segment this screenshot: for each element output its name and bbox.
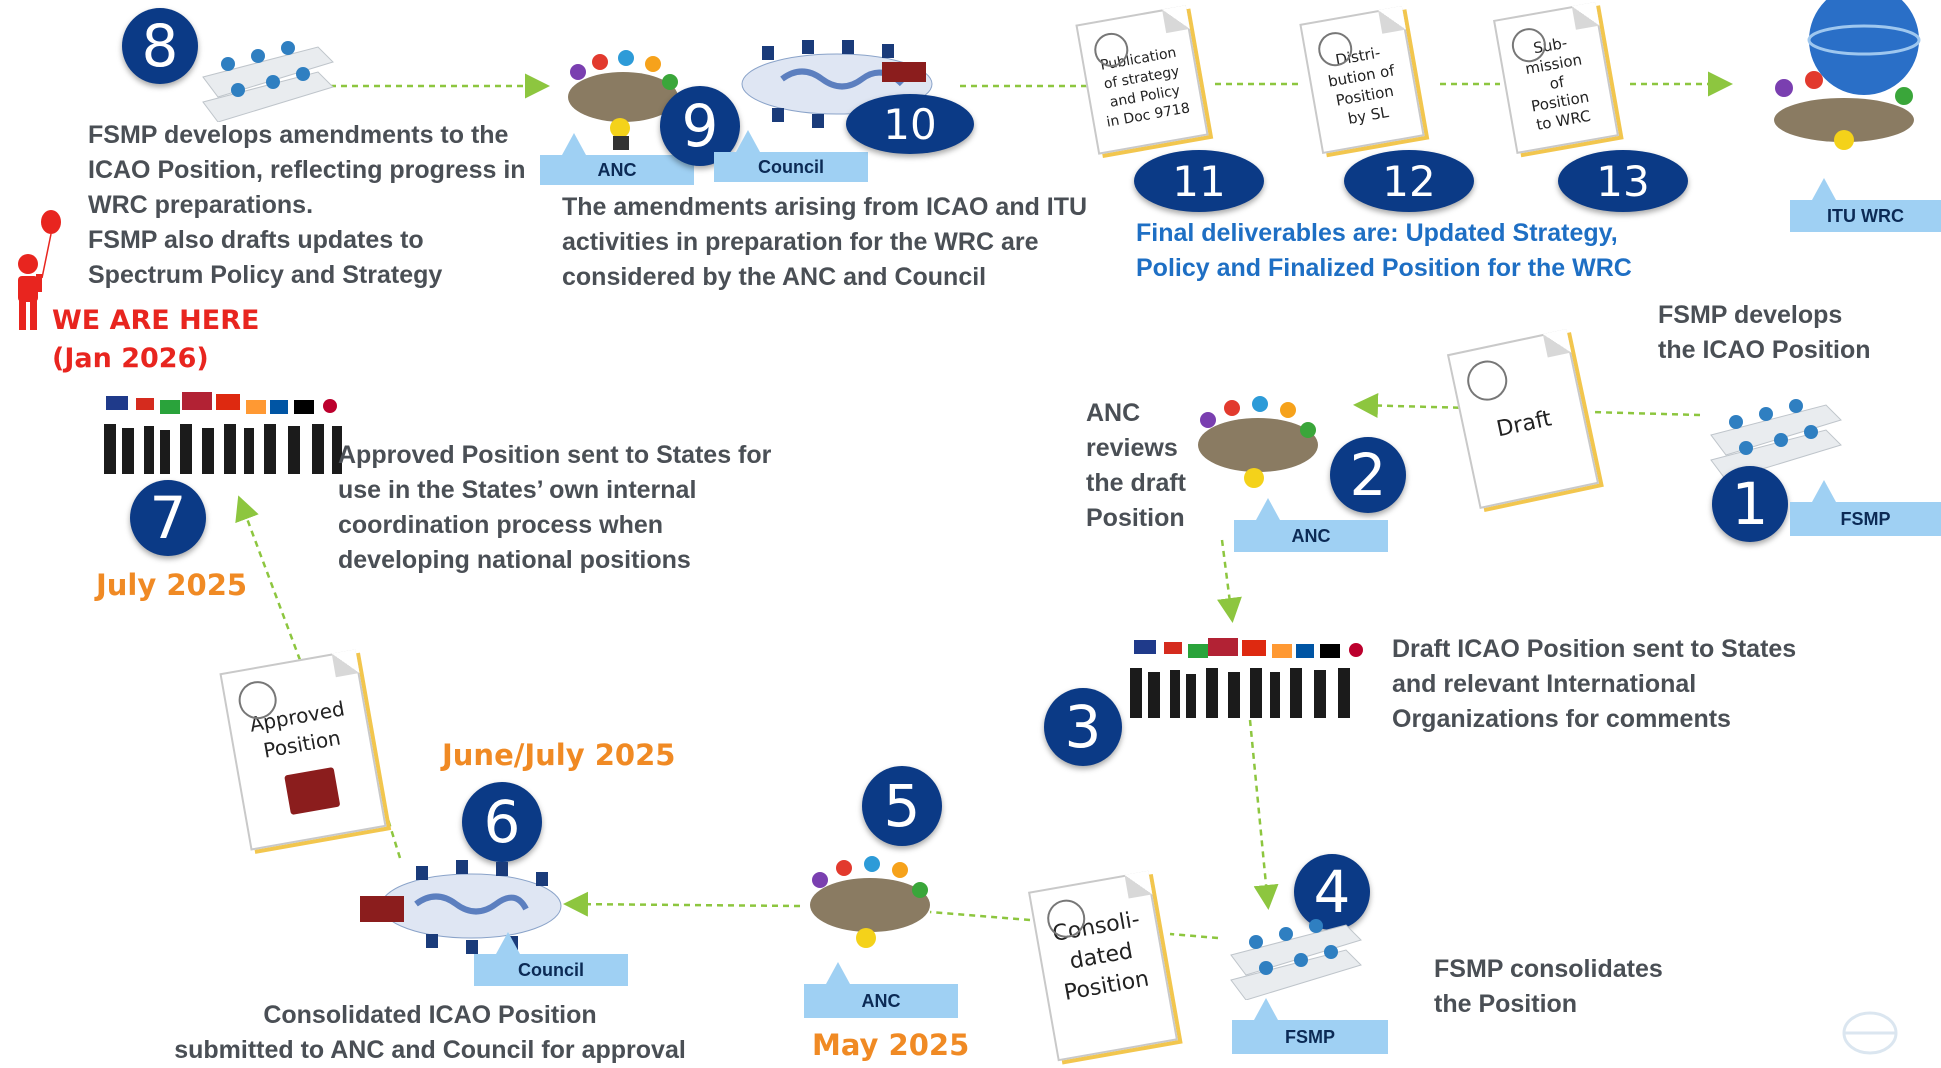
step-5-badge: 5 bbox=[862, 766, 942, 846]
step-9-anc-label: ANC bbox=[540, 133, 694, 185]
step-8-badge: 8 bbox=[122, 8, 198, 84]
step-11-badge: 11 bbox=[1134, 150, 1264, 212]
arrow-5-6 bbox=[563, 891, 801, 917]
step-5-date: May 2025 bbox=[812, 1028, 970, 1062]
step-6-council-label: Council bbox=[474, 932, 628, 986]
step-10-council-label: Council bbox=[714, 130, 868, 182]
itu-wrc-label: ITU WRC bbox=[1790, 178, 1941, 232]
step-4-fsmp-label: FSMP bbox=[1232, 998, 1388, 1054]
arrow-cons-5 bbox=[929, 910, 1031, 922]
final-deliverables-text: Final deliverables are: Updated Strategy… bbox=[1136, 219, 1632, 282]
step-13-badge: 13 bbox=[1558, 150, 1688, 212]
step-5-anc-label: ANC bbox=[804, 962, 958, 1018]
step-3-badge: 3 bbox=[1044, 688, 1122, 766]
icao-watermark-logo bbox=[1842, 1011, 1898, 1055]
arrow-6-approved bbox=[380, 799, 402, 859]
step-2-anc-label: ANC bbox=[1234, 498, 1388, 552]
approved-stamp-icon bbox=[284, 766, 341, 816]
arrow-1-draft bbox=[1589, 410, 1701, 417]
step-4-badge: 4 bbox=[1294, 854, 1370, 930]
anc-meeting-illustration bbox=[810, 856, 930, 948]
council-meeting-illustration bbox=[360, 860, 562, 954]
person-with-balloon-icon bbox=[18, 210, 61, 330]
step-7-date: July 2025 bbox=[96, 568, 248, 602]
states-people-flags-illustration bbox=[1130, 638, 1363, 718]
arrow-4-cons bbox=[1169, 932, 1219, 940]
itu-globe-meeting-illustration bbox=[1774, 0, 1921, 150]
step-12-badge: 12 bbox=[1344, 150, 1474, 212]
fsmp-desks-illustration bbox=[1710, 399, 1842, 480]
anc-meeting-illustration bbox=[1198, 396, 1318, 488]
step-10-text: The amendments arising from ICAO and ITU… bbox=[562, 193, 1088, 291]
states-people-flags-illustration bbox=[104, 392, 342, 474]
fsmp-desks-illustration bbox=[1230, 919, 1362, 1000]
step-2-badge: 2 bbox=[1330, 437, 1406, 513]
arrow-draft-2 bbox=[1353, 393, 1471, 419]
fsmp-desks-illustration bbox=[202, 41, 334, 122]
step-7-badge: 7 bbox=[130, 480, 206, 556]
step-1-badge: 1 bbox=[1712, 466, 1788, 542]
anc-meeting-illustration bbox=[568, 50, 678, 150]
step-6-date: June/July 2025 bbox=[442, 738, 676, 772]
we-are-here-label: WE ARE HERE (Jan 2026) bbox=[52, 305, 260, 374]
arrow-approved-7 bbox=[235, 495, 302, 661]
step-6-badge: 6 bbox=[462, 782, 542, 862]
arrow-2-3 bbox=[1217, 539, 1242, 623]
arrow-3-4 bbox=[1248, 719, 1279, 910]
step-1-fsmp-label: FSMP bbox=[1790, 480, 1941, 536]
step-10-badge: 10 bbox=[846, 94, 974, 154]
